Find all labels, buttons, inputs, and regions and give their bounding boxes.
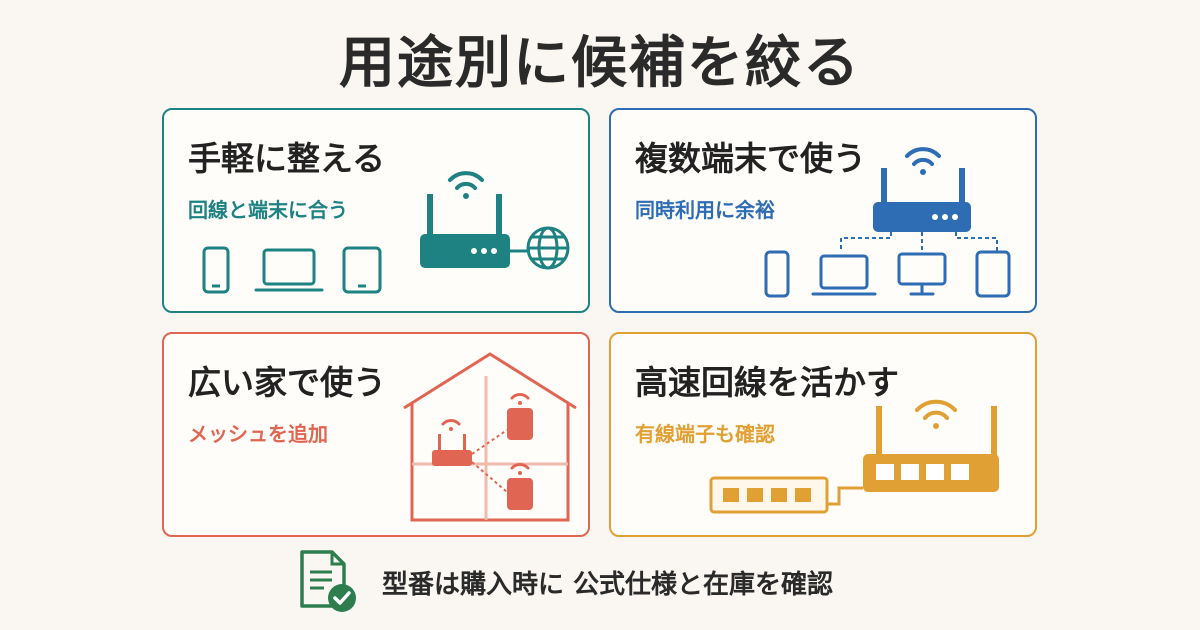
card-large-home: 広い家で使う メッシュを追加 <box>162 332 590 537</box>
globe-icon <box>526 226 570 270</box>
wifi-icon <box>441 393 530 475</box>
router-icon <box>432 434 472 466</box>
card-subtitle: 有線端子も確認 <box>635 422 775 446</box>
connection-lines <box>840 232 998 252</box>
phone-icon <box>764 250 790 298</box>
router-icon <box>873 168 971 232</box>
wifi-icon <box>915 399 957 429</box>
card-heading: 高速回線を活かす <box>635 363 899 402</box>
laptop-icon <box>254 248 324 292</box>
wifi-icon <box>448 171 484 199</box>
mesh-house-illustration <box>403 352 577 522</box>
mesh-node-icon <box>507 408 533 510</box>
card-multi-device: 複数端末で使う 同時利用に余裕 <box>609 108 1037 313</box>
laptop-icon <box>811 254 877 296</box>
page-title: 用途別に候補を絞る <box>339 31 861 96</box>
tablet-icon <box>975 250 1011 298</box>
card-heading: 広い家で使う <box>188 363 386 402</box>
card-subtitle: 同時利用に余裕 <box>635 198 775 222</box>
tablet-icon <box>342 246 382 294</box>
router-devices-illustration <box>202 171 570 294</box>
card-subtitle: メッシュを追加 <box>188 422 328 446</box>
wifi-icon <box>905 147 941 175</box>
router-icon <box>863 406 999 492</box>
document-check-icon <box>300 550 356 612</box>
card-high-speed: 高速回線を活かす 有線端子も確認 <box>609 332 1037 537</box>
router-icon <box>420 194 510 268</box>
house-icon <box>403 352 577 522</box>
footer-note: 型番は購入時に 公式仕様と在庫を確認 <box>382 570 834 600</box>
card-subtitle: 回線と端末に合う <box>188 198 348 222</box>
phone-icon <box>202 246 230 294</box>
card-heading: 複数端末で使う <box>635 139 866 178</box>
card-easy-setup: 手軽に整える 回線と端末に合う <box>162 108 590 313</box>
card-heading: 手軽に整える <box>188 139 386 178</box>
ethernet-switch-icon <box>709 476 829 514</box>
wired-router-illustration <box>709 399 999 514</box>
router-network-illustration <box>764 147 1011 298</box>
monitor-icon <box>897 252 947 296</box>
